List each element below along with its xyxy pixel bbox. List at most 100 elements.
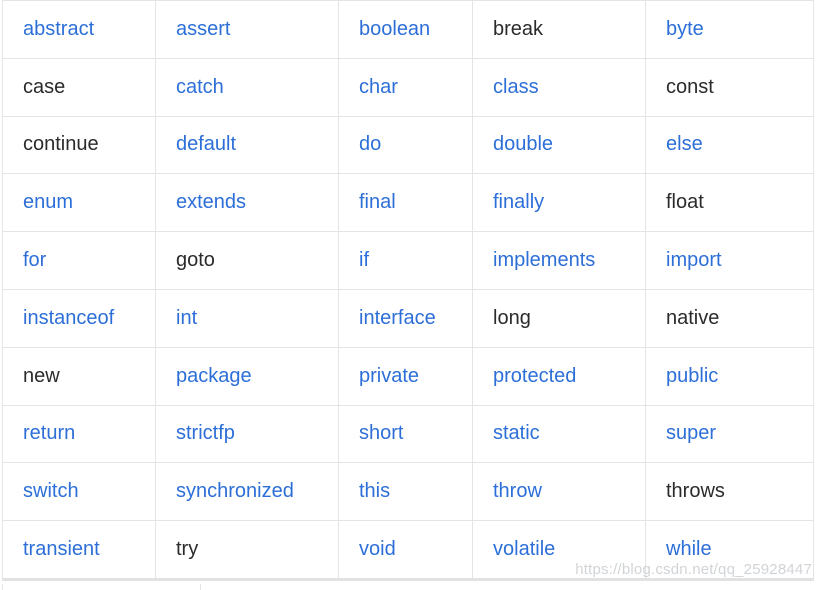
keyword-link[interactable]: enum — [23, 191, 74, 214]
keyword-link[interactable]: final — [359, 191, 396, 214]
keyword-cell: try — [155, 520, 339, 581]
keyword-cell: short — [338, 404, 473, 464]
keyword-cell: native — [645, 288, 814, 348]
keyword-cell: else — [645, 115, 814, 175]
keyword-cell: import — [645, 231, 814, 290]
keyword-text: long — [493, 306, 531, 329]
keyword-cell: const — [645, 57, 814, 117]
keyword-link[interactable]: char — [359, 75, 398, 98]
keyword-link[interactable]: catch — [176, 75, 224, 98]
keyword-cell: catch — [155, 57, 339, 117]
keyword-link[interactable]: throw — [493, 480, 542, 503]
keyword-link[interactable]: import — [666, 249, 722, 272]
keyword-cell: extends — [155, 173, 339, 233]
keyword-link[interactable]: class — [493, 75, 539, 98]
keyword-cell: throws — [645, 462, 814, 522]
keyword-link[interactable]: finally — [493, 191, 545, 214]
keyword-text: const — [666, 75, 714, 98]
keyword-cell: super — [645, 404, 814, 464]
keyword-link[interactable]: int — [176, 306, 198, 329]
keyword-link[interactable]: volatile — [493, 538, 556, 561]
keyword-cell: static — [472, 404, 646, 464]
table-row: return strictfp short static super — [2, 404, 814, 464]
table-row: case catch char class const — [2, 57, 814, 117]
keyword-cell: instanceof — [2, 288, 156, 348]
keyword-cell: case — [2, 57, 156, 117]
keyword-link[interactable]: transient — [23, 538, 100, 561]
keyword-cell: if — [338, 231, 473, 290]
keyword-cell: implements — [472, 231, 646, 290]
keyword-cell: new — [2, 346, 156, 406]
keyword-link[interactable]: package — [176, 364, 252, 387]
table-row: switch synchronized this throw throws — [2, 462, 814, 522]
table-row: abstract assert boolean break byte — [2, 0, 814, 59]
keyword-link[interactable]: do — [359, 133, 382, 156]
keyword-link[interactable]: protected — [493, 364, 577, 387]
keyword-cell: void — [338, 520, 473, 581]
keyword-text: continue — [23, 133, 99, 156]
keyword-link[interactable]: instanceof — [23, 306, 115, 329]
keyword-cell: int — [155, 288, 339, 348]
keyword-link[interactable]: if — [359, 249, 369, 272]
keyword-link[interactable]: return — [23, 422, 76, 445]
table-row: new package private protected public — [2, 346, 814, 406]
table-row: enum extends final finally float — [2, 173, 814, 233]
keyword-link[interactable]: byte — [666, 17, 704, 40]
keyword-link[interactable]: this — [359, 480, 391, 503]
keyword-link[interactable]: synchronized — [176, 480, 294, 503]
keyword-link[interactable]: abstract — [23, 17, 95, 40]
keyword-cell: class — [472, 57, 646, 117]
keyword-cell: enum — [2, 173, 156, 233]
keyword-link[interactable]: double — [493, 133, 554, 156]
keyword-cell: boolean — [338, 0, 473, 59]
keyword-link[interactable]: strictfp — [176, 422, 235, 445]
keyword-link[interactable]: default — [176, 133, 237, 156]
keyword-cell: volatile — [472, 520, 646, 581]
table-row: continue default do double else — [2, 115, 814, 175]
keyword-cell: synchronized — [155, 462, 339, 522]
keyword-cell: this — [338, 462, 473, 522]
table-row: transient try void volatile while — [2, 520, 814, 581]
keyword-cell: default — [155, 115, 339, 175]
keyword-text: throws — [666, 480, 725, 503]
keyword-link[interactable]: interface — [359, 306, 436, 329]
next-table-left-border — [2, 584, 3, 590]
keyword-text: case — [23, 75, 66, 98]
keyword-link[interactable]: switch — [23, 480, 79, 503]
keyword-link[interactable]: void — [359, 538, 396, 561]
keyword-link[interactable]: private — [359, 364, 420, 387]
keyword-text: native — [666, 306, 720, 329]
keyword-cell: switch — [2, 462, 156, 522]
keyword-link[interactable]: extends — [176, 191, 247, 214]
keyword-cell: char — [338, 57, 473, 117]
keyword-link[interactable]: super — [666, 422, 717, 445]
keyword-cell: long — [472, 288, 646, 348]
keyword-link[interactable]: short — [359, 422, 404, 445]
keyword-text: break — [493, 17, 544, 40]
keyword-cell: strictfp — [155, 404, 339, 464]
keyword-link[interactable]: implements — [493, 249, 596, 272]
csdn-watermark: https://blog.csdn.net/qq_25928447 — [575, 561, 812, 578]
keyword-cell: goto — [155, 231, 339, 290]
keyword-cell: transient — [2, 520, 156, 581]
table-row: instanceof int interface long native — [2, 288, 814, 348]
keyword-link[interactable]: boolean — [359, 17, 431, 40]
keyword-link[interactable]: for — [23, 249, 47, 272]
keyword-cell: continue — [2, 115, 156, 175]
keyword-link[interactable]: static — [493, 422, 540, 445]
keyword-text: try — [176, 538, 199, 561]
keyword-cell: package — [155, 346, 339, 406]
keyword-cell: float — [645, 173, 814, 233]
keyword-cell: private — [338, 346, 473, 406]
keyword-cell: protected — [472, 346, 646, 406]
keyword-cell: finally — [472, 173, 646, 233]
keyword-link[interactable]: while — [666, 538, 712, 561]
keyword-link[interactable]: else — [666, 133, 703, 156]
keyword-cell: double — [472, 115, 646, 175]
keyword-cell: final — [338, 173, 473, 233]
keyword-link[interactable]: assert — [176, 17, 231, 40]
keyword-cell: while — [645, 520, 814, 581]
keyword-text: float — [666, 191, 704, 214]
keyword-link[interactable]: public — [666, 364, 719, 387]
